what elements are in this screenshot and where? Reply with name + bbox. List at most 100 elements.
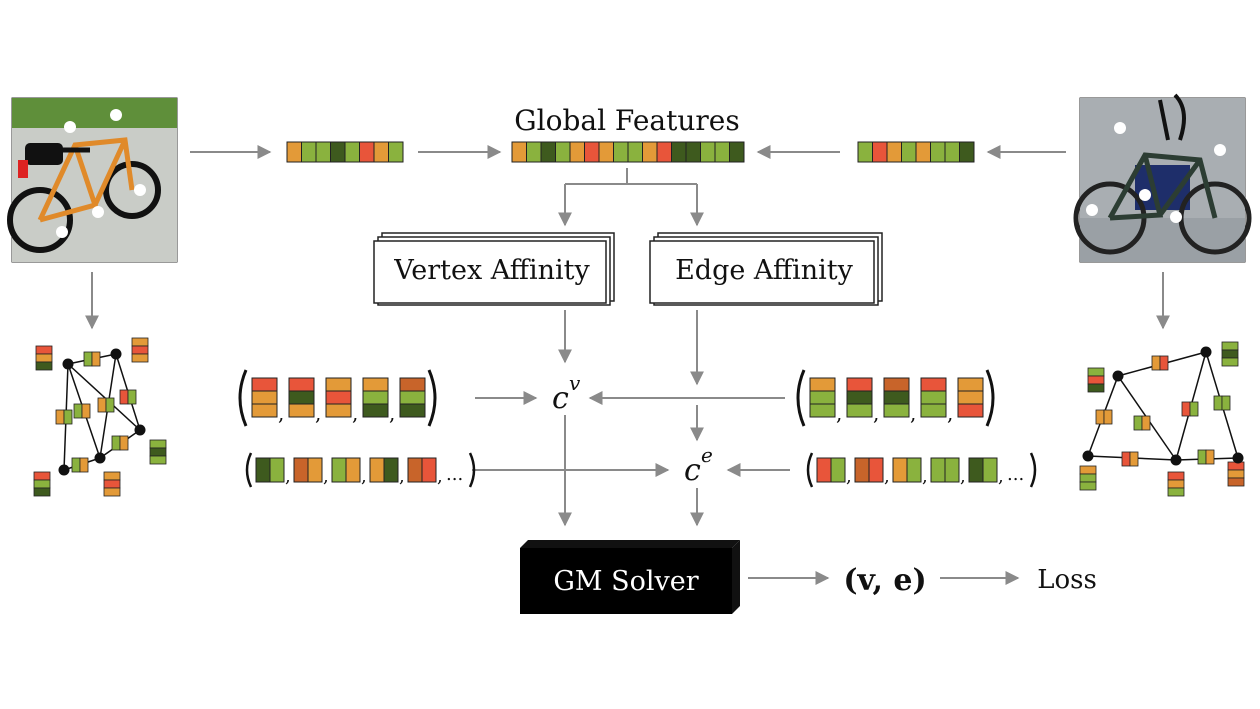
feature-cell xyxy=(301,141,317,163)
graph-vertex-feature xyxy=(33,479,51,489)
left-bicycle-image xyxy=(7,97,178,263)
global-feature-vector xyxy=(511,141,745,163)
feature-cell xyxy=(344,141,360,163)
edge-feature-cell xyxy=(293,457,309,483)
svg-text:v: v xyxy=(569,371,581,395)
vertex-feature-cell xyxy=(251,403,278,418)
right-bicycle-image xyxy=(1073,93,1252,263)
feature-cell xyxy=(714,141,730,163)
vertex-affinity-label: Vertex Affinity xyxy=(393,255,590,286)
graph-vertex-feature xyxy=(149,455,167,465)
vertex-feature-cell xyxy=(288,377,315,392)
close-paren xyxy=(1029,452,1037,488)
vertex-feature-cell xyxy=(325,403,352,418)
feature-cell xyxy=(330,141,346,163)
close-paren xyxy=(427,369,437,427)
vertex-feature-cell xyxy=(362,377,389,392)
graph-edge-feature xyxy=(105,397,115,413)
tuple-comma: , xyxy=(323,466,329,487)
vertex-feature-cell xyxy=(957,377,984,392)
edge-feature-cell xyxy=(906,457,922,483)
feature-cell xyxy=(872,141,888,163)
graph-vertex-feature xyxy=(1087,383,1105,393)
graph-vertex-feature xyxy=(1079,481,1097,491)
graph-edge-feature xyxy=(1205,449,1215,465)
edge-feature-cell xyxy=(369,457,385,483)
feature-cell xyxy=(286,141,302,163)
edge-feature-cell xyxy=(930,457,946,483)
feature-cell xyxy=(915,141,931,163)
feature-cell xyxy=(373,141,389,163)
vertex-affinity-box: Vertex Affinity xyxy=(373,232,615,306)
graph-vertex-feature xyxy=(1087,375,1105,385)
vertex-feature-cell xyxy=(399,377,426,392)
vertex-feature-cell xyxy=(809,403,836,418)
graph-edge-feature xyxy=(71,457,81,473)
vertex-feature-cell xyxy=(809,390,836,405)
edge-affinity-box: Edge Affinity xyxy=(649,232,883,306)
vertex-feature-cell xyxy=(846,403,873,418)
feature-cell xyxy=(584,141,600,163)
solution-tuple: (v, e) xyxy=(843,563,926,598)
feature-cell xyxy=(671,141,687,163)
edge-feature-cell xyxy=(816,457,832,483)
open-paren xyxy=(796,369,806,427)
feature-cell xyxy=(569,141,585,163)
feature-cell xyxy=(315,141,331,163)
graph-edge-feature xyxy=(1121,451,1131,467)
vertex-feature-cell xyxy=(288,403,315,418)
tuple-comma: , xyxy=(884,466,890,487)
vertex-feature-cell xyxy=(957,403,984,418)
edge-feature-cell xyxy=(868,457,884,483)
open-paren xyxy=(806,452,814,488)
close-paren xyxy=(468,452,476,488)
vertex-cost-symbol: c v xyxy=(552,371,581,416)
graph-vertex-feature xyxy=(103,479,121,489)
graph-edge-feature xyxy=(1129,451,1139,467)
left-vertex-features-tuple: ,,,, xyxy=(238,369,437,427)
edge-feature-cell xyxy=(269,457,285,483)
graph-edge-feature xyxy=(1221,395,1231,411)
left-edge-features-tuple: ,,,,,... xyxy=(245,452,476,488)
feature-cell xyxy=(526,141,542,163)
tuple-comma: , xyxy=(960,466,966,487)
graph-vertex-feature xyxy=(1079,465,1097,475)
graph-vertex-feature xyxy=(33,487,51,497)
right-keypoint-graph xyxy=(1079,341,1245,497)
graph-vertex-feature xyxy=(1221,349,1239,359)
graph-edge-feature xyxy=(1189,401,1199,417)
graph-vertex-feature xyxy=(1087,367,1105,377)
tuple-comma: , xyxy=(389,401,395,425)
graph-edge-feature xyxy=(79,457,89,473)
graph-vertex-feature xyxy=(33,471,51,481)
feature-cell xyxy=(598,141,614,163)
graph-edge-feature xyxy=(97,397,107,413)
graph-edge-feature xyxy=(91,351,101,367)
gm-solver-box: GM Solver xyxy=(520,540,740,614)
feature-cell xyxy=(901,141,917,163)
graph-edge-feature xyxy=(1103,409,1113,425)
left-keypoint-graph xyxy=(33,337,167,497)
tuple-comma: , xyxy=(947,401,953,425)
loss-label: Loss xyxy=(1037,565,1097,595)
tuple-ellipsis: ... xyxy=(1007,464,1024,485)
right-vertex-features-tuple: ,,,, xyxy=(796,369,995,427)
vertex-feature-cell xyxy=(251,377,278,392)
feature-cell xyxy=(930,141,946,163)
feature-cell xyxy=(857,141,873,163)
graph-edge-feature xyxy=(73,403,83,419)
feature-cell xyxy=(729,141,745,163)
graph-edge-feature xyxy=(1151,355,1161,371)
vertex-feature-cell xyxy=(920,390,947,405)
graph-vertex-feature xyxy=(1227,469,1245,479)
graph-node xyxy=(58,464,70,476)
edge-feature-cell xyxy=(968,457,984,483)
graph-edge-feature xyxy=(83,351,93,367)
right-edge-features-tuple: ,,,,,... xyxy=(806,452,1037,488)
edge-feature-cell xyxy=(383,457,399,483)
graph-vertex-feature xyxy=(35,353,53,363)
graph-vertex-feature xyxy=(1227,461,1245,471)
feature-cell xyxy=(627,141,643,163)
tuple-comma: , xyxy=(285,466,291,487)
